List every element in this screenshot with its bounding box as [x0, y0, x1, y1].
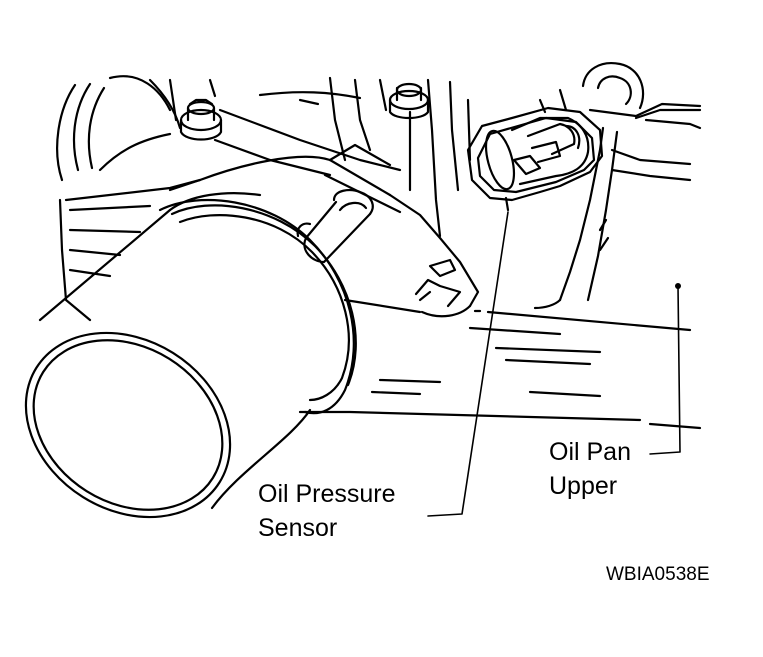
leader-dot-oil-pan-upper	[675, 283, 681, 289]
leader-line-oil-pressure-sensor	[427, 211, 509, 517]
oil-filter	[24, 192, 357, 519]
callout-oil-pressure-sensor-line2: Sensor	[258, 514, 338, 542]
bolt-left	[179, 98, 223, 141]
callout-oil-pressure-sensor-line1: Oil Pressure	[258, 480, 396, 508]
filter-mount-housing	[168, 143, 480, 318]
bolt-center	[388, 82, 430, 120]
callout-oil-pan-upper: Oil Pan Upper	[549, 435, 631, 503]
figure-code: WBIA0538E	[606, 564, 710, 585]
callout-oil-pressure-sensor: Oil Pressure Sensor	[258, 477, 396, 545]
leader-line-oil-pan-upper	[649, 285, 681, 455]
oil-pressure-sensor-drawing	[466, 106, 604, 212]
callout-oil-pan-upper-line1: Oil Pan	[549, 438, 631, 466]
callout-oil-pan-upper-line2: Upper	[549, 472, 618, 500]
engine-block-outline	[56, 62, 702, 430]
